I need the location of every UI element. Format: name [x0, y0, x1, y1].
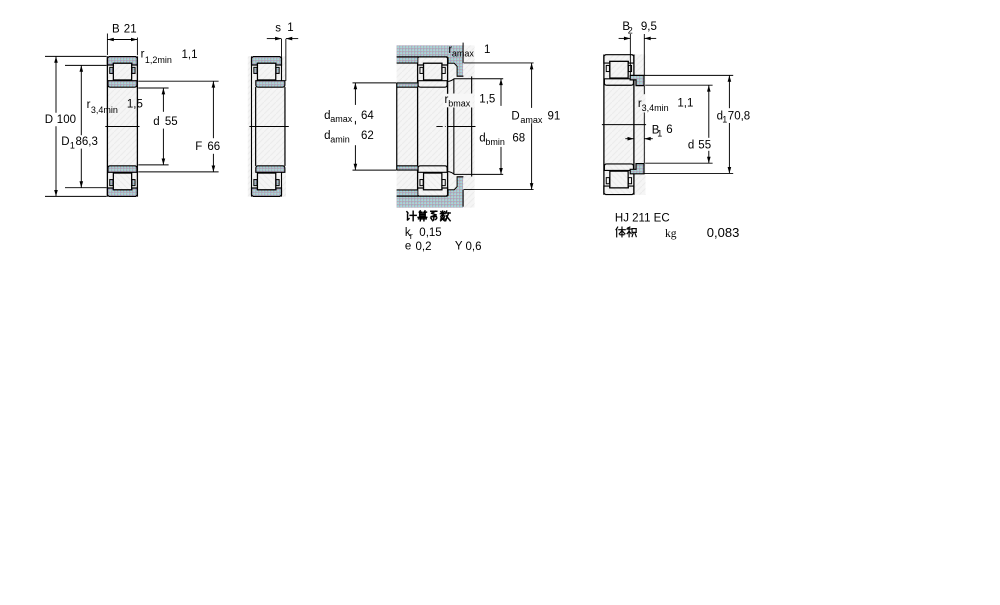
svg-text:d: d: [479, 133, 485, 145]
svg-text:2: 2: [628, 25, 633, 35]
svg-text:amax: amax: [520, 115, 543, 125]
svg-text:r: r: [638, 98, 642, 110]
svg-text:d: d: [153, 116, 159, 128]
svg-text:kg: kg: [665, 228, 677, 240]
svg-text:r: r: [141, 49, 145, 61]
svg-text:1,1: 1,1: [182, 49, 198, 61]
svg-text:amax: amax: [452, 49, 475, 59]
svg-text:1: 1: [722, 115, 727, 125]
svg-text:k: k: [405, 227, 411, 239]
svg-text:r: r: [410, 231, 413, 241]
svg-text:B: B: [652, 124, 660, 136]
svg-text:9,5: 9,5: [641, 21, 657, 33]
svg-text:1: 1: [484, 44, 490, 56]
svg-text:bmin: bmin: [485, 137, 505, 147]
svg-text:62: 62: [361, 130, 374, 142]
svg-text:86,3: 86,3: [76, 136, 98, 148]
svg-text:B: B: [622, 21, 630, 33]
svg-text:6: 6: [666, 124, 672, 136]
svg-text:s: s: [275, 22, 281, 34]
svg-text:55: 55: [165, 116, 178, 128]
svg-text:bmax: bmax: [448, 98, 471, 108]
svg-text:r: r: [448, 44, 452, 56]
svg-text:r: r: [87, 99, 91, 111]
svg-text:d: d: [688, 140, 694, 152]
svg-text:D: D: [511, 111, 519, 123]
svg-text:0,15: 0,15: [419, 227, 441, 239]
svg-text:D: D: [61, 136, 69, 148]
svg-text:d: d: [717, 110, 723, 122]
svg-text:e: e: [405, 241, 411, 253]
svg-text:1: 1: [287, 22, 293, 34]
svg-text:64: 64: [361, 110, 374, 122]
svg-text:F: F: [195, 141, 202, 153]
svg-text:Y: Y: [455, 240, 463, 252]
svg-text:d: d: [324, 110, 330, 122]
svg-text:66: 66: [207, 141, 220, 153]
svg-text:d: d: [324, 130, 330, 142]
svg-text:B: B: [112, 23, 120, 35]
svg-text:0,083: 0,083: [707, 225, 740, 240]
svg-text:21: 21: [124, 23, 137, 35]
svg-text:0,6: 0,6: [466, 241, 482, 253]
svg-text:91: 91: [548, 111, 561, 123]
svg-text:100: 100: [57, 114, 76, 126]
svg-text:68: 68: [512, 133, 525, 145]
svg-text:1: 1: [657, 128, 662, 138]
svg-text:r: r: [445, 94, 449, 106]
svg-text:0,2: 0,2: [416, 241, 432, 253]
svg-text:D: D: [45, 114, 53, 126]
svg-text:1,5: 1,5: [127, 99, 143, 111]
svg-text:3,4min: 3,4min: [642, 103, 669, 113]
svg-text:1,1: 1,1: [677, 98, 693, 110]
svg-text:1,5: 1,5: [479, 94, 495, 106]
svg-text:amax: amax: [330, 114, 353, 124]
svg-text:3,4min: 3,4min: [91, 105, 118, 115]
svg-text:1,2min: 1,2min: [145, 55, 172, 65]
svg-text:amin: amin: [330, 134, 350, 144]
svg-text:55: 55: [698, 140, 711, 152]
svg-text:1: 1: [70, 140, 75, 150]
svg-text:HJ 211 EC: HJ 211 EC: [615, 212, 670, 224]
svg-text:70,8: 70,8: [728, 110, 750, 122]
